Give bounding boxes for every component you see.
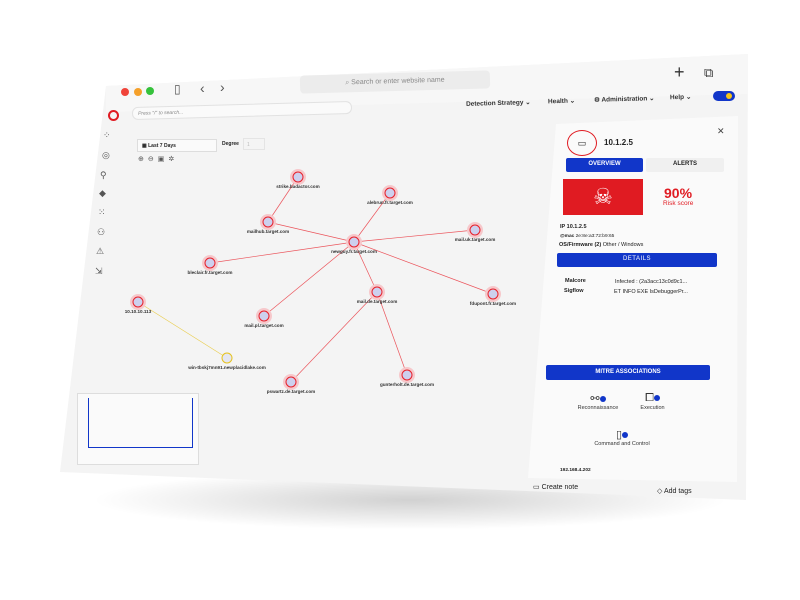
graph-node-label: fdupont.fr.target.com xyxy=(469,301,517,306)
layout-icon[interactable]: ✲ xyxy=(168,156,179,163)
graph-edge xyxy=(353,192,391,243)
details-header: DETAILS xyxy=(557,253,717,267)
remote-icon: ▯ xyxy=(582,428,662,441)
graph-edge xyxy=(209,241,355,264)
code-window-icon: ⧠ xyxy=(630,392,675,405)
panel-ip-title: 10.1.2.5 xyxy=(604,138,633,147)
maximize-window-button[interactable] xyxy=(146,87,154,95)
tab-overview[interactable]: OVERVIEW xyxy=(566,158,643,172)
sidebar-export-icon[interactable]: ⇲ xyxy=(95,266,103,276)
graph-node-label: alebrun.fr.target.com xyxy=(367,200,413,205)
sidebar-grid-icon[interactable]: ⁙ xyxy=(98,207,106,217)
graph-edge xyxy=(290,291,378,383)
detail-value: ET INFO EXE IsDebuggerPr... xyxy=(614,289,688,295)
time-range-select[interactable]: ▦ Last 7 Days xyxy=(137,139,217,152)
sidebar-target-icon[interactable]: ◎ xyxy=(102,150,110,160)
graph-node[interactable] xyxy=(132,296,144,308)
sidebar-toggle-icon[interactable]: ▯ xyxy=(174,82,181,96)
degree-label: Degree xyxy=(222,141,239,147)
graph-node[interactable] xyxy=(258,310,270,322)
graph-edge xyxy=(267,176,299,223)
graph-node[interactable] xyxy=(262,216,274,228)
back-icon[interactable]: ‹ xyxy=(200,80,205,96)
graph-node-label: strike.badactor.com xyxy=(276,184,320,189)
graph-edge xyxy=(353,241,494,295)
risk-score-value: 90% xyxy=(664,185,693,201)
footer-ip: 192.168.4.202 xyxy=(560,468,591,473)
detail-key: Malcore xyxy=(565,278,586,284)
graph-edge xyxy=(137,301,228,359)
zoom-out-icon[interactable]: ⊖ xyxy=(147,156,158,163)
graph-node-label: newguy.fr.target.com xyxy=(331,249,377,254)
mitre-command-and-control[interactable]: ▯Command and Control xyxy=(582,428,662,447)
os-value: Other / Windows xyxy=(602,242,644,248)
app-logo xyxy=(108,110,119,121)
ip-value: 10.1.2.5 xyxy=(566,224,587,230)
graph-node-label: win-tbskj7mn91.newplacidlake.com xyxy=(188,365,266,370)
graph-node[interactable] xyxy=(401,369,413,381)
graph-edge xyxy=(263,241,355,317)
graph-node-label: mail.uk.target.com xyxy=(454,237,496,242)
graph-node[interactable] xyxy=(371,286,383,298)
graph-node[interactable] xyxy=(204,257,216,269)
detail-key: Sigflow xyxy=(564,288,584,294)
mitre-reconnaissance[interactable]: ⚯Reconnaissance xyxy=(568,392,628,411)
minimap[interactable] xyxy=(77,393,199,465)
new-tab-icon[interactable]: + xyxy=(674,62,685,82)
theme-toggle[interactable] xyxy=(713,91,735,101)
graph-node-label: 10.10.10.113 xyxy=(124,309,152,314)
graph-node[interactable] xyxy=(469,224,481,236)
binoculars-icon: ⚯ xyxy=(568,392,628,405)
skull-icon: ☠ xyxy=(563,179,643,215)
risk-score-label: Risk score xyxy=(663,200,694,207)
graph-node[interactable] xyxy=(221,352,233,364)
graph-node-label: mail.de.target.com xyxy=(356,299,398,304)
graph-node[interactable] xyxy=(348,236,360,248)
graph-edge xyxy=(353,241,378,293)
sidebar-alert-icon[interactable]: ⚠ xyxy=(96,246,105,256)
mitre-header: MITRE ASSOCIATIONS xyxy=(546,365,710,380)
tag-icon: ◇ xyxy=(657,488,664,495)
graph-node[interactable] xyxy=(285,376,297,388)
sidebar-dashboard-icon[interactable]: ⁘ xyxy=(103,130,111,140)
graph-node[interactable] xyxy=(292,171,304,183)
graph-node-label: gunterholt.de.target.com xyxy=(379,382,435,387)
minimap-viewport[interactable] xyxy=(88,398,193,448)
graph-edge xyxy=(353,229,476,243)
mac-value: 2e:8e:a3:72:b9:65 xyxy=(575,234,615,239)
mac-label: @mac xyxy=(560,234,575,239)
detail-value: Infected : (2a3acc13c0d9c1... xyxy=(615,279,688,285)
mitre-execution[interactable]: ⧠Execution xyxy=(630,392,675,411)
forward-icon[interactable]: › xyxy=(220,79,225,95)
tabs-overview-icon[interactable]: ⧉ xyxy=(704,65,714,80)
graph-node-label: bleclair.fr.target.com xyxy=(187,270,233,275)
tab-alerts[interactable]: ALERTS xyxy=(646,158,724,172)
minimize-window-button[interactable] xyxy=(134,88,142,96)
sidebar-network-icon[interactable]: ⚲ xyxy=(100,170,107,180)
ip-label: IP xyxy=(560,224,566,230)
degree-input[interactable]: 1 xyxy=(243,138,265,150)
close-panel-icon[interactable]: ✕ xyxy=(717,126,725,136)
os-label: OS/Firmware (2) xyxy=(559,242,602,248)
graph-edge xyxy=(376,291,408,376)
graph-node-label: pswartz.de.target.com xyxy=(266,389,316,394)
sidebar-users-icon[interactable]: ⚇ xyxy=(97,227,106,237)
add-tags-button[interactable]: ◇ Add tags xyxy=(657,488,692,495)
graph-node[interactable] xyxy=(384,187,396,199)
zoom-in-icon[interactable]: ⊕ xyxy=(138,156,148,163)
close-window-button[interactable] xyxy=(121,88,129,96)
fit-icon[interactable]: ▣ xyxy=(157,156,169,163)
graph-node-label: mailhub.target.com xyxy=(246,229,290,234)
graph-edge xyxy=(267,221,355,243)
graph-node[interactable] xyxy=(487,288,499,300)
note-icon: ▭ xyxy=(533,484,542,491)
device-icon: ▭ xyxy=(567,130,597,156)
graph-node-label: mail.pl.target.com xyxy=(244,323,284,328)
create-note-button[interactable]: ▭ Create note xyxy=(533,484,579,491)
sidebar-diamond-icon[interactable]: ◆ xyxy=(99,188,106,198)
